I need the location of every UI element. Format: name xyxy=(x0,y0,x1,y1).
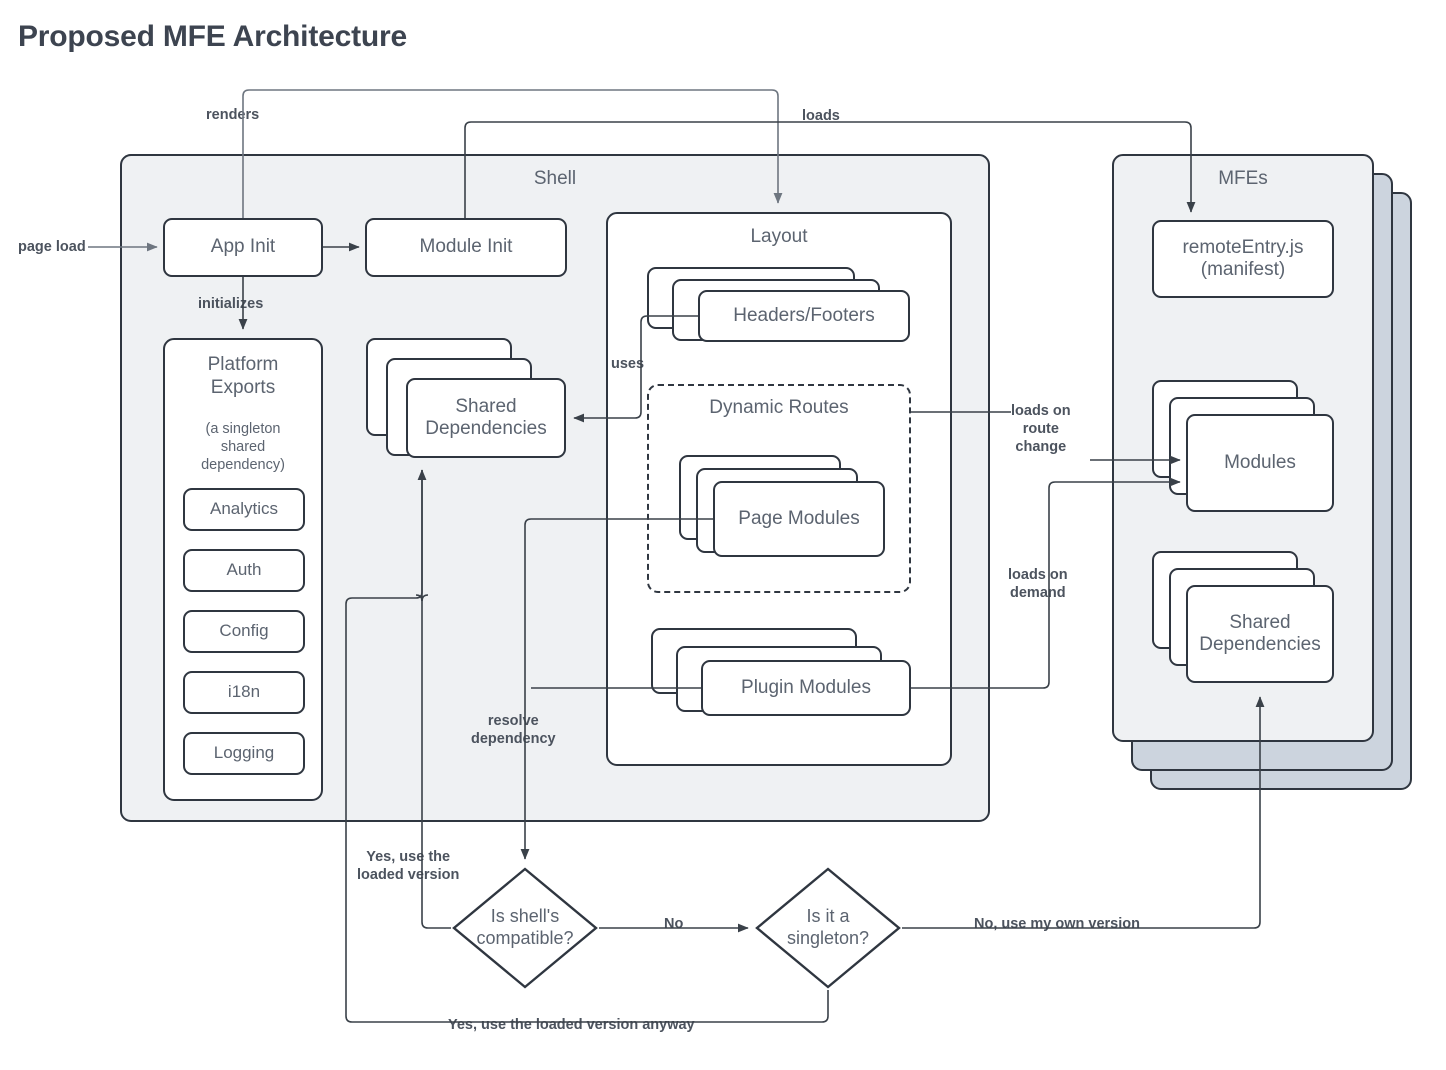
platform-export-i18n[interactable]: i18n xyxy=(183,671,305,714)
platform-exports-title: Platform Exports xyxy=(207,354,279,398)
edge-label-no: No xyxy=(664,916,684,932)
edge-label-renders: renders xyxy=(206,107,260,123)
decision-is-it-a-singleton-label: Is it a singleton? xyxy=(786,906,870,948)
platform-export-analytics[interactable]: Analytics xyxy=(183,488,305,531)
edge-label-resolve-dependency: resolve dependency xyxy=(471,713,556,748)
edge-label-uses: uses xyxy=(611,356,645,372)
platform-exports-subtitle: (a singleton shared dependency) xyxy=(201,421,285,474)
edge-label-initializes: initializes xyxy=(198,296,264,312)
shell-shared-deps-box[interactable]: Shared Dependencies xyxy=(406,378,566,458)
plugin-modules-box[interactable]: Plugin Modules xyxy=(701,660,911,716)
mfes-panel-label: MFEs xyxy=(1218,168,1268,189)
mfes-remote-entry-box[interactable]: remoteEntry.js (manifest) xyxy=(1152,220,1334,298)
headers-footers-box[interactable]: Headers/Footers xyxy=(698,290,910,342)
page-modules-box[interactable]: Page Modules xyxy=(713,481,885,557)
decision-is-shell-compatible[interactable]: Is shell's compatible? xyxy=(451,866,599,990)
edge-label-loads-on-demand: loads on demand xyxy=(1008,567,1068,602)
dynamic-routes-label: Dynamic Routes xyxy=(709,397,849,418)
edge-label-yes-use-loaded-version: Yes, use the loaded version xyxy=(357,849,460,884)
platform-export-logging[interactable]: Logging xyxy=(183,732,305,775)
app-init-box[interactable]: App Init xyxy=(163,218,323,277)
platform-export-auth[interactable]: Auth xyxy=(183,549,305,592)
edge-label-no-use-my-own-version: No, use my own version xyxy=(974,916,1140,932)
edge-label-loads-on-route-change: loads on route change xyxy=(1011,403,1071,456)
layout-panel-label: Layout xyxy=(750,226,808,247)
edge-label-page-load: page load xyxy=(18,239,86,255)
platform-export-config[interactable]: Config xyxy=(183,610,305,653)
module-init-box[interactable]: Module Init xyxy=(365,218,567,277)
edge-label-yes-use-loaded-version-anyway: Yes, use the loaded version anyway xyxy=(448,1017,695,1033)
page-title: Proposed MFE Architecture xyxy=(18,20,407,53)
edge-label-loads: loads xyxy=(802,108,840,124)
decision-is-shell-compatible-label: Is shell's compatible? xyxy=(476,906,574,948)
mfes-shared-deps-box[interactable]: Shared Dependencies xyxy=(1186,585,1334,683)
mfes-modules-box[interactable]: Modules xyxy=(1186,414,1334,512)
decision-is-it-a-singleton[interactable]: Is it a singleton? xyxy=(754,866,902,990)
shell-panel-label: Shell xyxy=(533,168,577,189)
